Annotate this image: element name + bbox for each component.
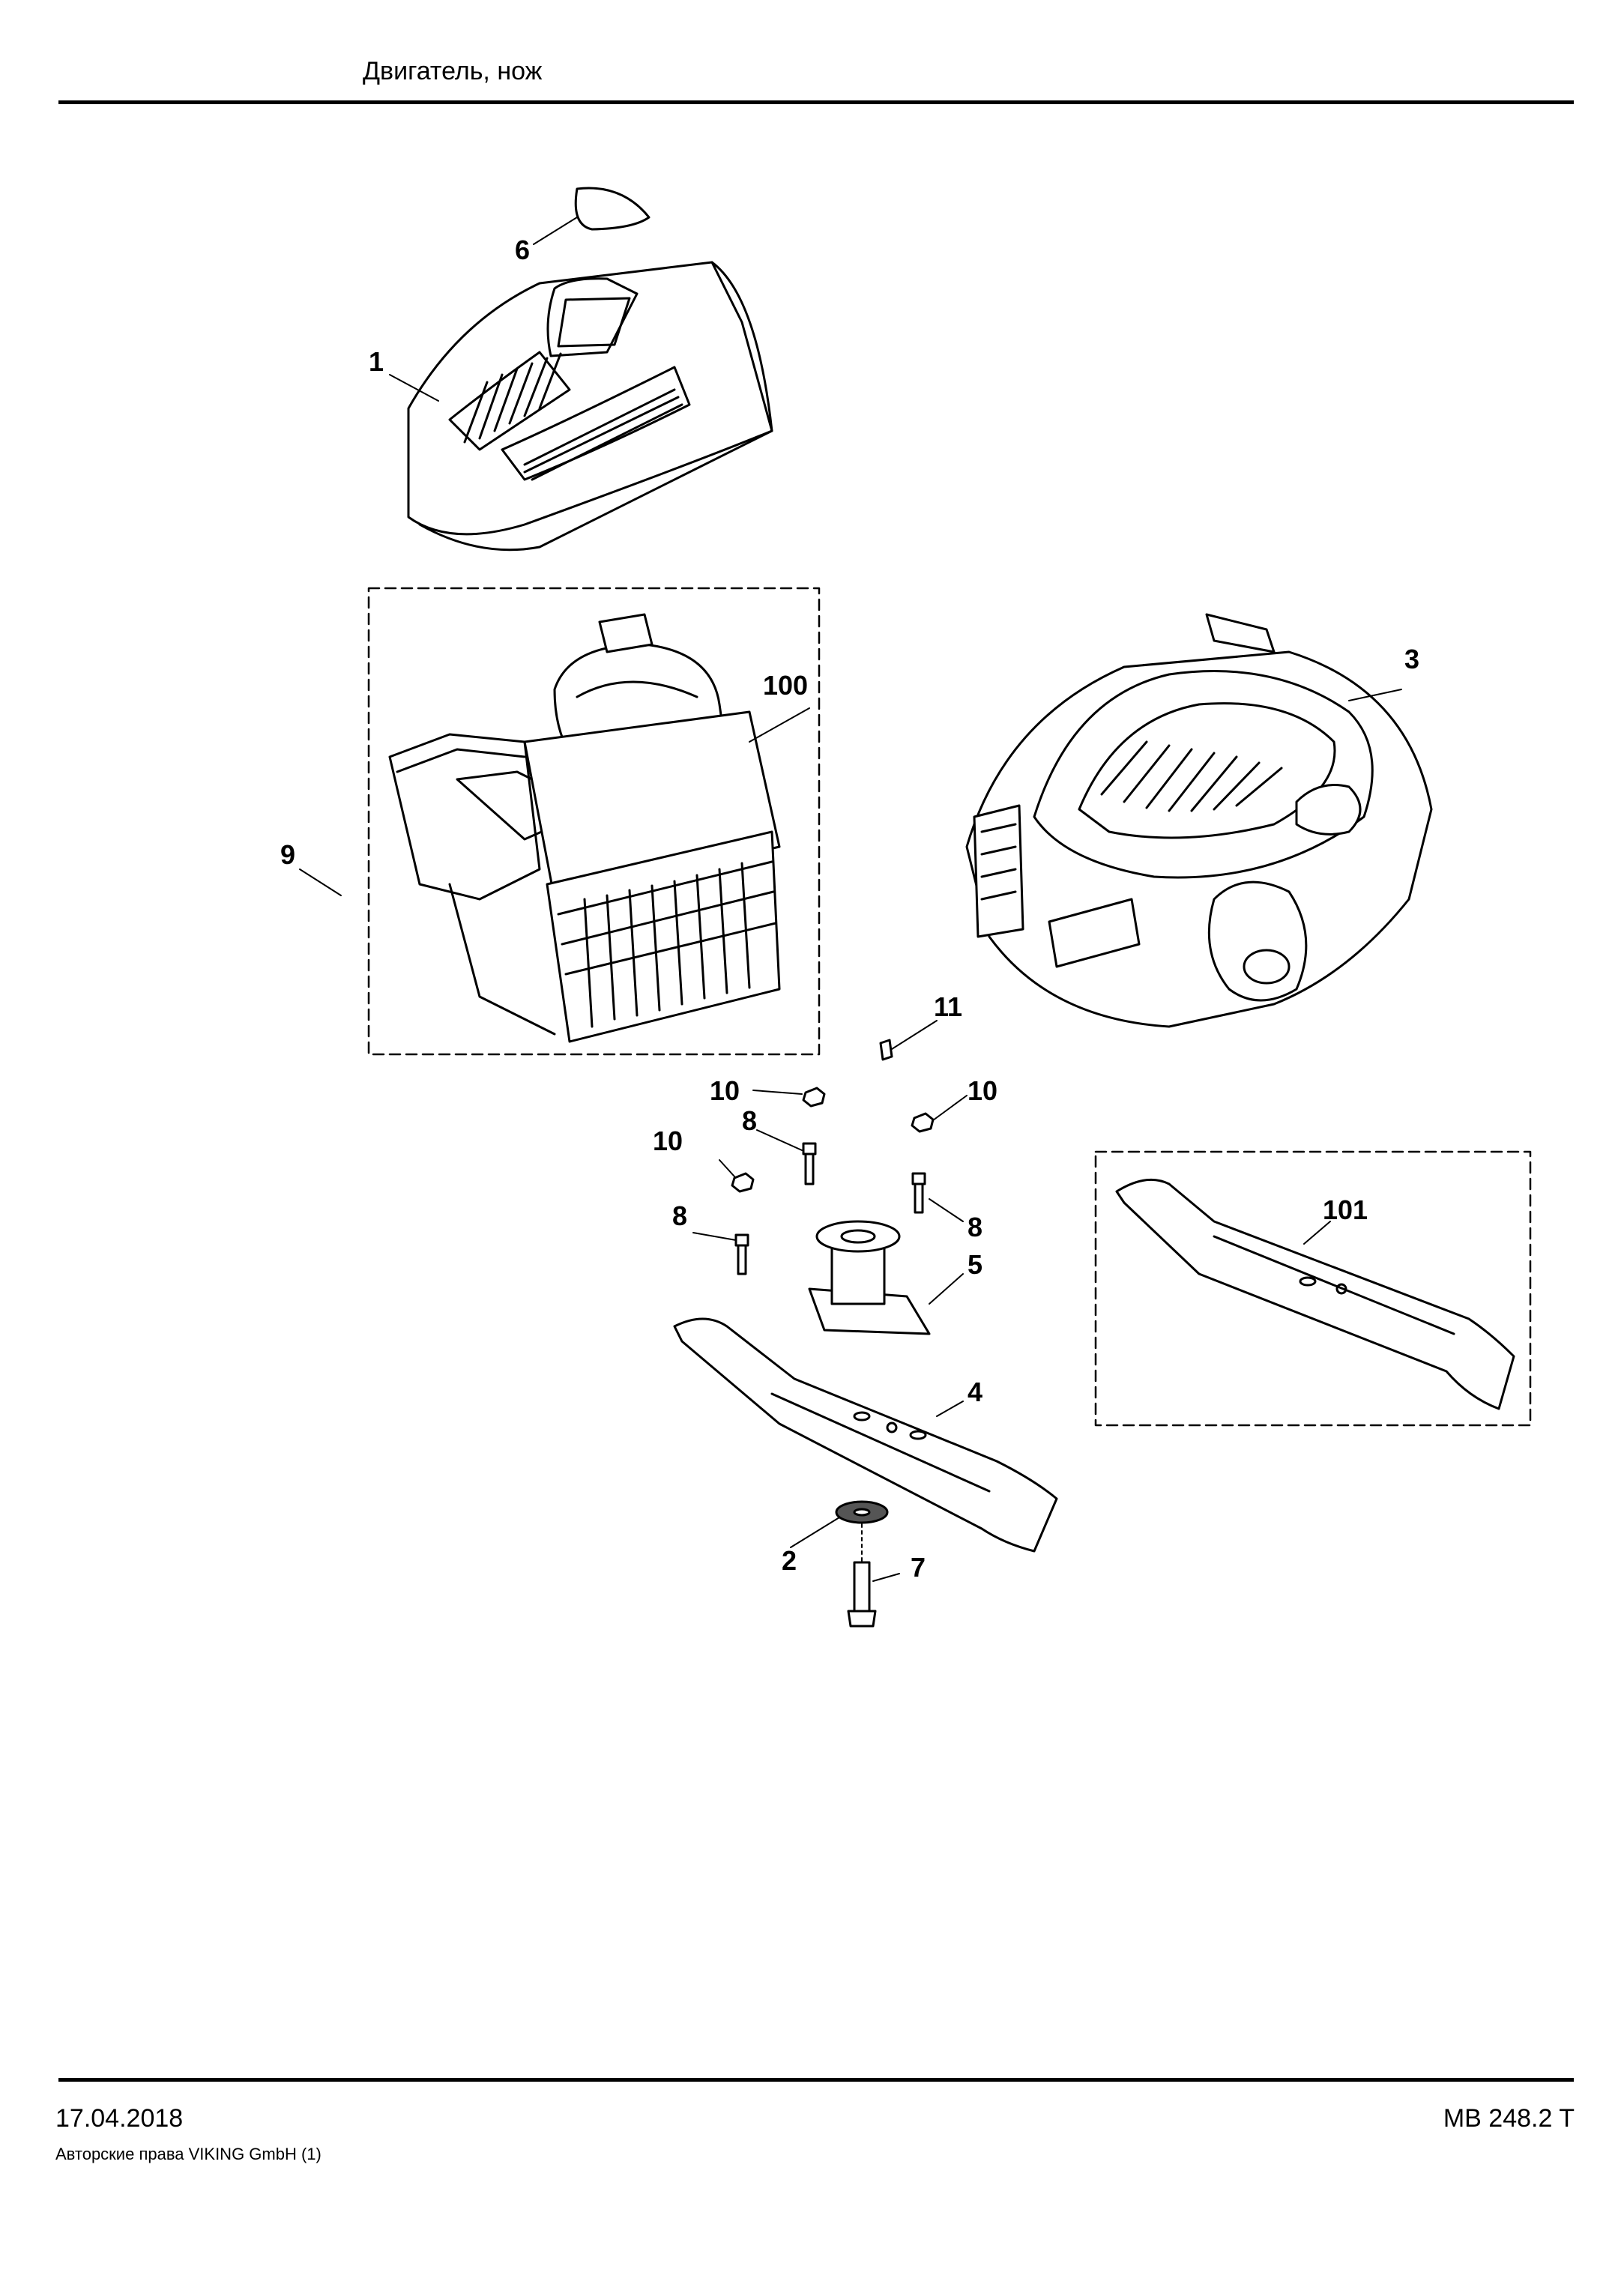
blade-kit-frame <box>1094 1150 1532 1427</box>
nut-parts <box>731 1087 935 1193</box>
engine-kit-frame <box>367 587 821 1056</box>
page-title: Двигатель, нож <box>363 57 543 85</box>
engine-assembly-part <box>388 613 781 1043</box>
callout-100: 100 <box>763 670 808 701</box>
callout-5: 5 <box>968 1249 982 1280</box>
engine-part <box>965 613 1433 1028</box>
callout-8b: 8 <box>672 1200 687 1231</box>
blade-bolt-part <box>847 1561 877 1628</box>
callout-7: 7 <box>911 1552 926 1583</box>
blade-adapter-part <box>808 1220 931 1335</box>
callout-10c: 10 <box>653 1126 683 1156</box>
spare-blade-part <box>1115 1178 1515 1410</box>
callout-9: 9 <box>280 839 295 870</box>
callout-4: 4 <box>968 1377 982 1407</box>
callout-8a: 8 <box>742 1105 757 1136</box>
callout-11: 11 <box>934 991 962 1022</box>
footer-model: MB 248.2 T <box>1443 2104 1575 2133</box>
callout-2: 2 <box>782 1545 797 1576</box>
leader-lines <box>299 217 1402 1582</box>
callout-8c: 8 <box>968 1212 982 1242</box>
footer-date: 17.04.2018 <box>55 2104 184 2133</box>
hood-emblem-part <box>574 187 650 231</box>
callout-10b: 10 <box>968 1075 997 1106</box>
callout-10a: 10 <box>710 1075 740 1106</box>
engine-hood-part <box>407 261 773 552</box>
callout-1: 1 <box>369 346 384 377</box>
key-part <box>879 1039 893 1061</box>
blade-washer-part <box>835 1500 889 1567</box>
callout-3: 3 <box>1404 644 1419 674</box>
header-rule <box>58 100 1574 104</box>
footer-rule <box>58 2078 1574 2082</box>
callout-101: 101 <box>1323 1194 1368 1225</box>
callout-6: 6 <box>515 235 530 265</box>
mower-blade-part <box>673 1317 1058 1553</box>
footer-copyright: Авторские права VIKING GmbH (1) <box>55 2145 322 2163</box>
screw-parts <box>734 1142 926 1275</box>
